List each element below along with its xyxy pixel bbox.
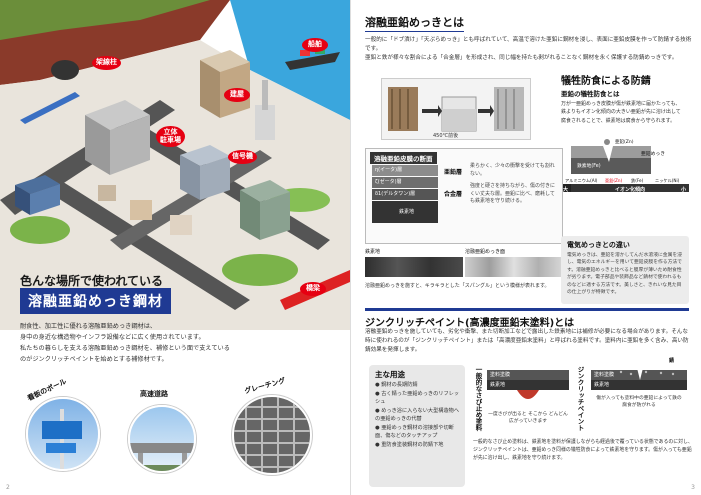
- tag-zinc-layer: 亜鉛層: [444, 169, 463, 176]
- title-banner: 色んな場所で使われている 溶融亜鉛めっき鋼材: [0, 270, 236, 318]
- layer-zeta: ζ(ゼータ)層: [372, 177, 438, 188]
- right-page: 溶融亜鉛めっきとは 一般的に「ドブ漬け」「天ぷらめっき」とも呼ばれていて、高温で…: [351, 0, 701, 495]
- layer-eta: η(イータ)層: [372, 165, 438, 176]
- scale-small: 小: [681, 187, 687, 193]
- banner-subtitle: 色んな場所で使われている: [20, 274, 164, 288]
- callout-building: 建屋: [224, 88, 250, 102]
- layer-delta: δ1(デルタワン)層: [372, 189, 438, 200]
- zinc-layer-desc: 柔らかく、少々の衝撃を受けても割れない。: [470, 163, 555, 177]
- uses-list: ● 鋼材の長期防錆 ● 古く錆った亜鉛めっきのリフレッシュ ● めっき浴に入らな…: [375, 381, 461, 451]
- callout-parking: 立体 駐車場: [156, 126, 185, 148]
- list-item: ● 重防食塗装鋼材の防錆下地: [375, 442, 444, 449]
- alloy-layer-desc: 強度と硬さを持ちながら、傷の付きにくい丈夫な層。亜鉛に比べ、磨耗しても鉄素地を守…: [470, 183, 556, 204]
- list-item: ● 古く錆った亜鉛めっきのリフレッシュ: [375, 391, 460, 406]
- left-iron-layer: 鉄素地: [487, 380, 569, 390]
- scale-big: 大: [563, 187, 569, 193]
- diagram-iron-label: 鉄素地(Fe): [577, 164, 601, 169]
- surface-iron-label: 鉄素地: [365, 249, 381, 255]
- general-paint-label: 一般的なさび止め塗料: [474, 366, 482, 431]
- scale-al: アルミニウム(Al): [565, 178, 598, 183]
- callout-overhead-pole: 架線柱: [92, 56, 121, 70]
- photo-row: 看板のポール 高速道路 グレーチング: [0, 375, 350, 495]
- electroplating-box: 電気めっきとの違い 電気めっきは、亜鉛を溶かしてんだ水溶液に金属を浸し、電気のエ…: [561, 236, 689, 304]
- cross-section-box: 溶融亜鉛皮膜の断面 η(イータ)層 ζ(ゼータ)層 δ1(デルタワン)層 鉄素地…: [365, 148, 563, 244]
- right-iron-layer: 鉄素地: [591, 380, 687, 390]
- sacrificial-text: 万が一亜鉛めっき皮膜が傷が鉄素地に届かたっても、 鉄よりもイオン化傾向の大きい亜…: [561, 101, 681, 124]
- rust-spread-icon: [517, 390, 539, 399]
- scale-fe: 鉄(Fe): [631, 178, 644, 183]
- banner-title: 溶融亜鉛めっき鋼材: [20, 288, 171, 314]
- callout-ship: 船舶: [302, 38, 328, 52]
- highway-photo: [128, 405, 196, 473]
- list-item: ● 亜鉛めっき鋼材の溶接部や切断面、傷などのタッチアップ: [375, 425, 454, 440]
- zinc-rich-title: ジンクリッチペイント(高濃度亜鉛末塗料)とは: [365, 308, 689, 329]
- highway-label: 高速道路: [140, 390, 168, 398]
- page-number-left: 2: [6, 484, 10, 491]
- surface-caption: 溶融亜鉛めっきを施すと、キラキラとした「スパングル」という模様が表れます。: [365, 283, 550, 289]
- zinc-rich-text: 溶融亜鉛めっきを施していても、劣化や衝撃、また切断加工などで露出した鉄素地には補…: [365, 329, 689, 354]
- dipping-illustration: [381, 78, 531, 140]
- city-illustration: [0, 0, 350, 330]
- zinc-particles-icon: [609, 368, 675, 380]
- sign-pole-photo: [26, 397, 100, 471]
- electroplating-text: 電気めっきは、亜鉛を溶かしてんだ水溶液に金属を浸し、電気のエネルギーを用いて亜鉛…: [567, 253, 682, 296]
- grating-label: グレーチング: [243, 376, 287, 396]
- scale-caption: イオン化傾向: [615, 187, 646, 193]
- hot-dip-text: 一般的に「ドブ漬け」「天ぷらめっき」とも呼ばれていて、高温で溶けた亜鉛に鋼材を浸…: [365, 37, 692, 62]
- grating-photo: [232, 395, 312, 475]
- electroplating-title: 電気めっきとの違い: [567, 241, 630, 249]
- rust-mark: 錆: [669, 358, 675, 364]
- right-bubble: 傷が入っても塗料中の亜鉛によって鉄の腐食が防がれる: [596, 396, 682, 408]
- intro-text: 耐食性、加工性に優れる溶融亜鉛めっき鋼材は、 身中の身近な構造物やインフラ設備な…: [20, 323, 230, 363]
- cross-section-title: 溶融亜鉛皮膜の断面: [370, 152, 437, 164]
- diagram-zinc-plate-label: 亜鉛めっき: [641, 152, 665, 157]
- sacrificial-diagram: [561, 139, 689, 192]
- sacrificial-title: 犠牲防食による防錆: [561, 76, 651, 87]
- uses-title: 主な用途: [375, 370, 405, 379]
- left-bubble: 一度さびが出ると そこから どんどん広がっていきます: [488, 412, 568, 424]
- hot-dip-title: 溶融亜鉛めっきとは: [365, 14, 464, 32]
- uses-box: 主な用途 ● 鋼材の長期防錆 ● 古く錆った亜鉛めっきのリフレッシュ ● めっき…: [369, 365, 465, 487]
- zinc-rich-footer: 一般的なさび止め塗料は、鉄素地を塗料が保護しながらも経過後で覆っている状態である…: [473, 439, 693, 462]
- callout-signal: 信号機: [228, 150, 257, 164]
- sacrificial-subtitle: 亜鉛の犠牲防食とは: [561, 90, 620, 98]
- kiln-caption: 450℃前後: [433, 133, 459, 139]
- left-coat-layer: 塗料塗膜: [487, 370, 569, 380]
- page-spine: [350, 0, 351, 495]
- layer-iron: 鉄素地: [372, 201, 438, 223]
- diagram-ion-label: 亜鉛(Zn): [615, 140, 634, 145]
- page-number-right: 3: [691, 484, 695, 491]
- scale-zn: 亜鉛(Zn): [605, 178, 623, 183]
- spangle-surface-image: [465, 257, 563, 277]
- tag-alloy-layer: 合金層: [444, 191, 463, 198]
- left-page: 架線柱 船舶 建屋 立体 駐車場 信号機 橋梁 色んな場所で使われている 溶融亜…: [0, 0, 350, 495]
- zinc-rich-label: ジンクリッチペイント: [576, 366, 584, 431]
- callout-railbridge: 橋梁: [300, 282, 326, 296]
- surface-zinc-label: 溶融亜鉛めっき面: [465, 249, 506, 255]
- list-item: ● めっき浴に入らない大型構造物への亜鉛めっきの代替: [375, 408, 460, 423]
- iron-surface-image: [365, 257, 463, 277]
- list-item: ● 鋼材の長期防錆: [375, 382, 418, 388]
- scale-ni: ニッケル(Ni): [655, 178, 680, 183]
